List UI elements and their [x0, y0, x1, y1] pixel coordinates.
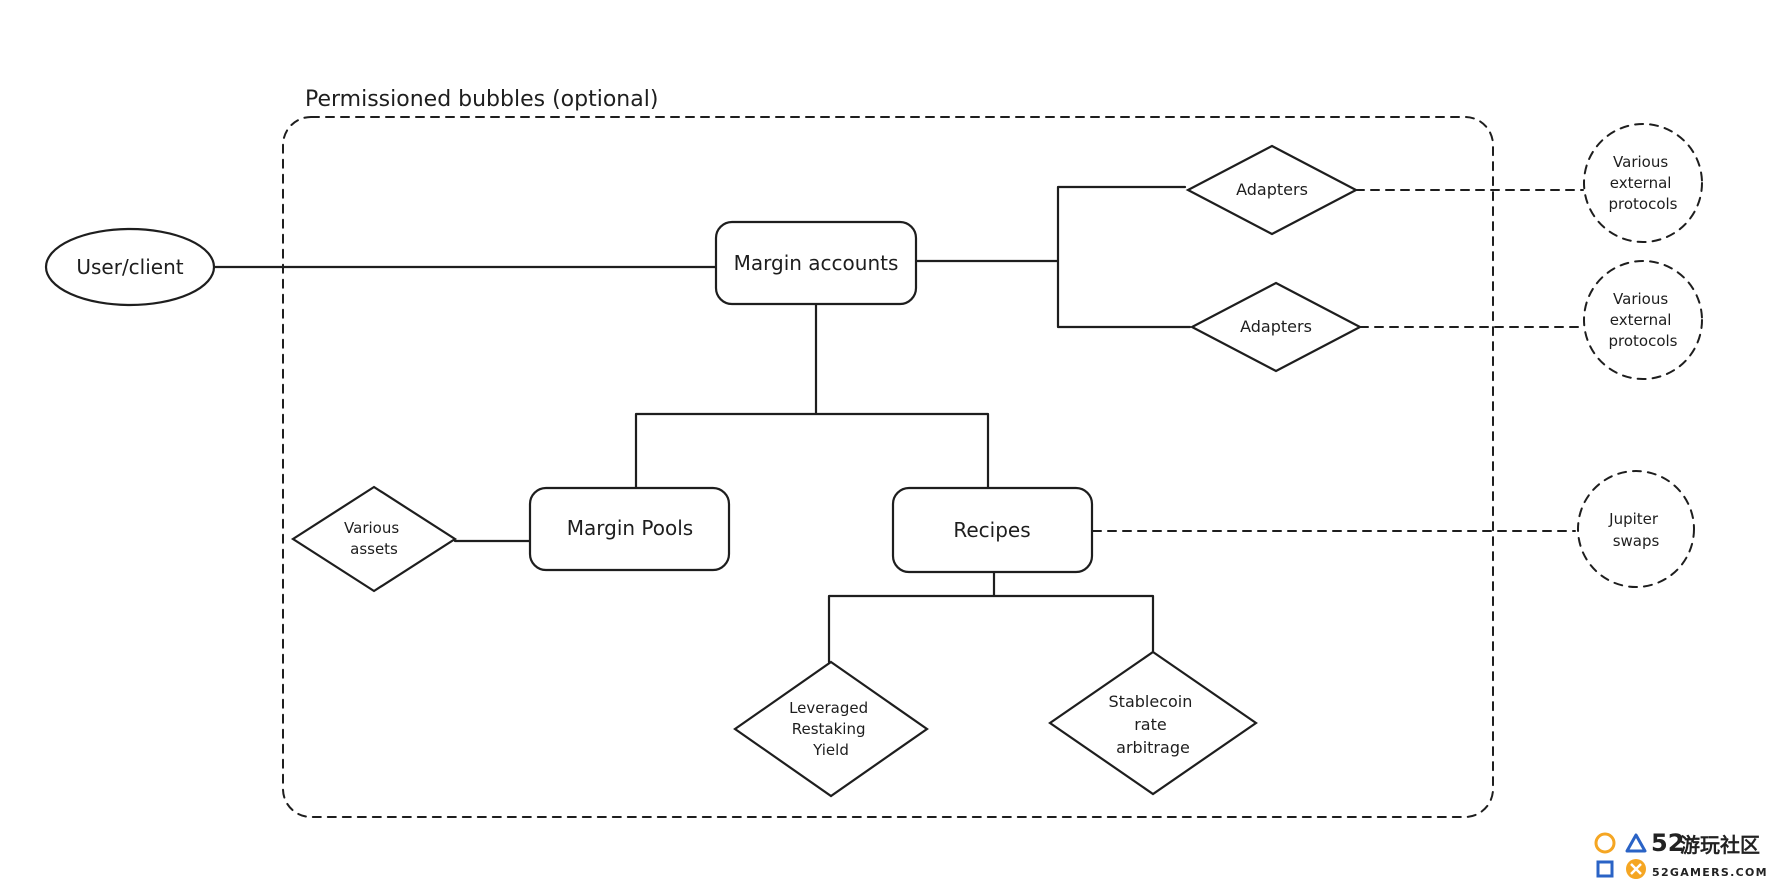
various-assets-node[interactable]: Various assets [290, 485, 458, 593]
jupiter-swaps-node[interactable]: Jupiter swaps [1577, 470, 1695, 588]
external-protocols-top-line-1: Various [1613, 153, 1668, 171]
external-protocols-bottom-line-1: Various [1613, 290, 1668, 308]
margin-accounts-node[interactable]: Margin accounts [714, 220, 918, 306]
leveraged-restaking-yield-node[interactable]: Leveraged Restaking Yield [733, 660, 929, 798]
user-client-label: User/client [76, 255, 183, 279]
connector-margin-accounts-to-children [634, 302, 990, 490]
logo-brand-number: 52 [1651, 829, 1684, 857]
recipes-label: Recipes [953, 518, 1030, 542]
external-protocols-top-text: Various external protocols [1608, 153, 1677, 213]
various-assets-text: Various assets [344, 519, 404, 558]
logo-circle-icon [1594, 832, 1616, 854]
permissioned-bubbles-boundary [282, 116, 1494, 818]
external-protocols-top-line-2: external [1610, 174, 1672, 192]
adapters-bottom-label: Adapters [1240, 317, 1312, 336]
connector-recipes-to-strategies [827, 570, 1155, 664]
external-protocols-top-line-3: protocols [1608, 195, 1677, 213]
watermark-logo: 52 游玩社区 52GAMERS.COM [1594, 829, 1768, 879]
leveraged-restaking-yield-text: Leveraged Restaking Yield [789, 699, 873, 759]
stablecoin-rate-arbitrage-line-1: Stablecoin [1109, 692, 1193, 711]
leveraged-restaking-yield-line-2: Restaking [792, 720, 866, 738]
logo-site-url: 52GAMERS.COM [1652, 866, 1768, 879]
logo-cross-mark-icon [1630, 863, 1642, 875]
external-protocols-bottom-line-2: external [1610, 311, 1672, 329]
logo-brand-name: 游玩社区 [1680, 833, 1760, 857]
adapters-top-label: Adapters [1236, 180, 1308, 199]
external-protocols-bottom-node[interactable]: Various external protocols [1583, 260, 1703, 380]
adapters-bottom-node[interactable]: Adapters [1189, 281, 1363, 373]
various-assets-line-2: assets [350, 540, 398, 558]
jupiter-swaps-text: Jupiter swaps [1608, 510, 1663, 550]
external-protocols-top-node[interactable]: Various external protocols [1583, 123, 1703, 243]
logo-square-icon [1596, 860, 1614, 878]
leveraged-restaking-yield-line-3: Yield [812, 741, 849, 759]
margin-pools-node[interactable]: Margin Pools [528, 486, 731, 572]
adapters-top-node[interactable]: Adapters [1185, 144, 1359, 236]
logo-triangle-icon [1625, 833, 1647, 853]
permissioned-bubbles-label: Permissioned bubbles (optional) [305, 87, 658, 112]
stablecoin-rate-arbitrage-line-2: rate [1134, 715, 1167, 734]
external-protocols-bottom-text: Various external protocols [1608, 290, 1677, 350]
permissioned-bubbles-group: Permissioned bubbles (optional) [282, 87, 1494, 818]
jupiter-swaps-line-1: Jupiter [1608, 510, 1659, 528]
margin-pools-label: Margin Pools [567, 516, 693, 540]
user-client-node[interactable]: User/client [44, 227, 216, 307]
jupiter-swaps-line-2: swaps [1613, 532, 1660, 550]
external-protocols-bottom-line-3: protocols [1608, 332, 1677, 350]
stablecoin-rate-arbitrage-node[interactable]: Stablecoin rate arbitrage [1048, 650, 1258, 796]
stablecoin-rate-arbitrage-text: Stablecoin rate arbitrage [1109, 692, 1198, 757]
recipes-node[interactable]: Recipes [891, 486, 1094, 574]
margin-accounts-label: Margin accounts [734, 251, 899, 275]
stablecoin-rate-arbitrage-line-3: arbitrage [1116, 738, 1190, 757]
various-assets-line-1: Various [344, 519, 399, 537]
leveraged-restaking-yield-line-1: Leveraged [789, 699, 868, 717]
connectors [211, 185, 1584, 664]
connector-margin-accounts-to-adapters [914, 185, 1192, 329]
